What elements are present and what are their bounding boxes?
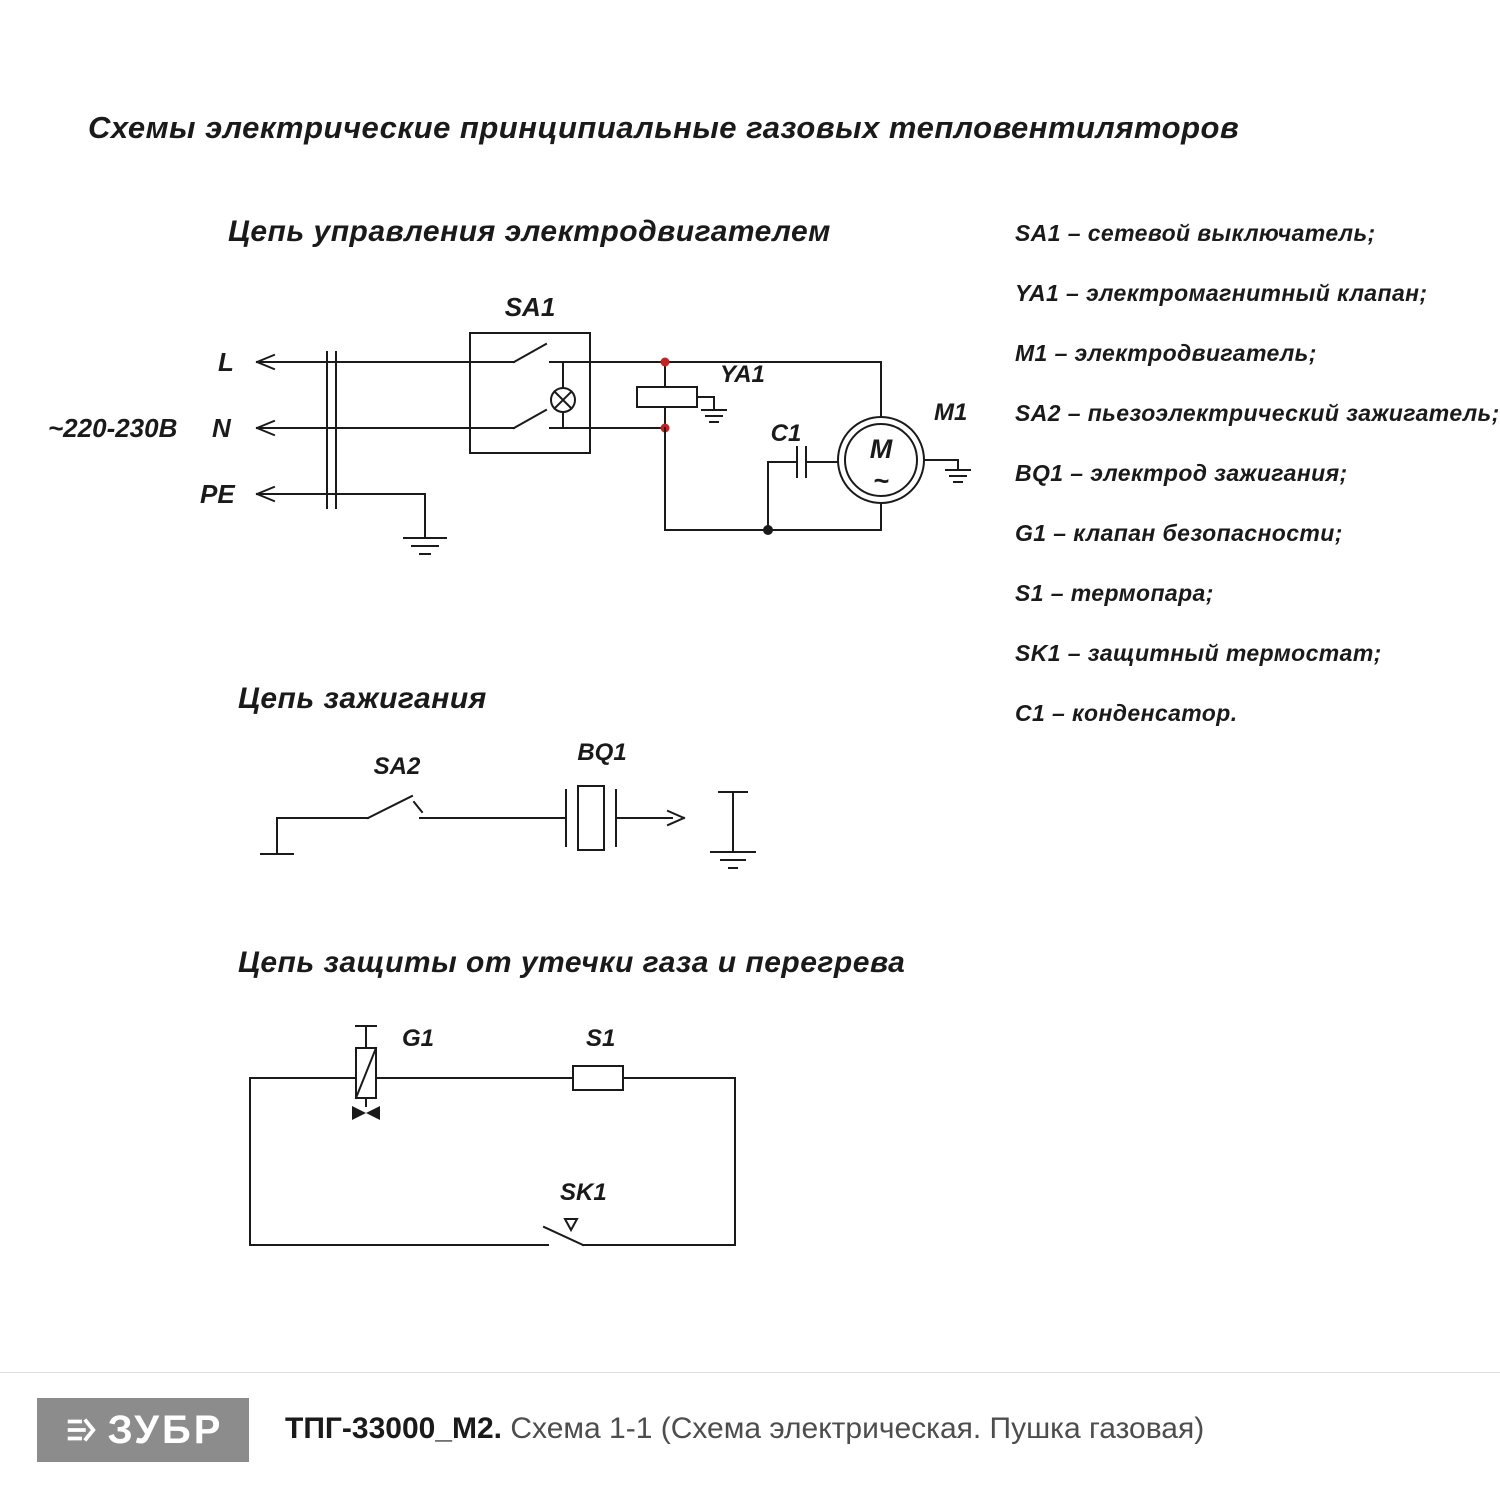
legend-item-ya1: YA1 – электромагнитный клапан;	[1015, 282, 1500, 305]
legend-item-g1: G1 – клапан безопасности;	[1015, 522, 1500, 545]
legend-desc: – электромагнитный клапан;	[1066, 280, 1428, 306]
legend-code: BQ1	[1015, 460, 1064, 486]
footer-caption: Схема 1-1 (Схема электрическая. Пушка га…	[510, 1412, 1205, 1445]
legend-code: SA2	[1015, 400, 1061, 426]
legend: SA1 – сетевой выключатель; YA1 – электро…	[1015, 222, 1500, 762]
legend-desc: – клапан безопасности;	[1053, 520, 1343, 546]
footer-model: ТПГ-33000_М2.	[285, 1412, 503, 1445]
ignition-circuit-heading: Цепь зажигания	[238, 682, 487, 715]
protection-loop-wire	[249, 1077, 736, 1246]
spark-arrow-icon	[666, 809, 686, 827]
arrow-left-pe-icon	[255, 485, 276, 503]
legend-code: SA1	[1015, 220, 1061, 246]
sa1-label: SA1	[505, 292, 556, 322]
motor-symbol	[837, 361, 971, 531]
ignition-ground-icon	[710, 851, 756, 869]
protection-circuit-heading: Цепь защиты от утечки газа и перегрева	[238, 946, 906, 979]
rail-pe-label: PE	[200, 479, 235, 509]
sk1-label: SK1	[560, 1179, 607, 1206]
zubr-logo-text: ЗУБР	[107, 1407, 224, 1452]
ya1-valve-symbol	[636, 361, 727, 429]
capacitor-symbol	[767, 446, 839, 531]
motor-ground-icon	[945, 469, 971, 483]
legend-desc: – электродвигатель;	[1054, 340, 1317, 366]
ya1-label: YA1	[720, 361, 765, 388]
g1-label: G1	[402, 1025, 434, 1052]
page-title: Схемы электрические принципиальные газов…	[88, 110, 1240, 145]
zubr-logo: ЗУБР	[37, 1398, 249, 1462]
rail-n-label: N	[212, 413, 232, 443]
ignition-circuit-diagram: SA2 BQ1	[260, 739, 756, 869]
motor-tilde: ~	[873, 466, 889, 496]
legend-desc: – защитный термостат;	[1067, 640, 1382, 666]
junction-dot-top	[660, 357, 670, 367]
indicator-lamp-icon	[550, 361, 576, 429]
sa2-label: SA2	[374, 753, 421, 780]
spark-electrode-ground	[710, 791, 756, 869]
zubr-logo-icon	[67, 1418, 96, 1442]
m1-label: M1	[934, 399, 967, 426]
footer-separator	[0, 1372, 1500, 1373]
connector-bars	[326, 351, 337, 509]
sa2-switch-symbol	[366, 794, 424, 820]
s1-label: S1	[586, 1025, 615, 1052]
legend-desc: – электрод зажигания;	[1070, 460, 1348, 486]
ya1-ground-icon	[701, 409, 727, 423]
sa1-switch-symbol	[469, 332, 591, 454]
legend-item-m1: M1 – электродвигатель;	[1015, 342, 1500, 365]
voltage-label: ~220-230В	[48, 413, 177, 443]
c1-label: C1	[771, 420, 802, 447]
legend-code: G1	[1015, 520, 1047, 546]
legend-code: YA1	[1015, 280, 1060, 306]
left-terminal	[260, 817, 294, 855]
motor-letter: M	[870, 434, 893, 464]
legend-item-s1: S1 – термопара;	[1015, 582, 1500, 605]
legend-code: C1	[1015, 700, 1046, 726]
control-circuit-heading: Цепь управления электродвигателем	[228, 215, 831, 248]
legend-desc: – пьезоэлектрический зажигатель;	[1067, 400, 1500, 426]
legend-desc: – термопара;	[1050, 580, 1214, 606]
arrow-left-n-icon	[255, 419, 276, 437]
legend-item-sa2: SA2 – пьезоэлектрический зажигатель;	[1015, 402, 1500, 425]
bq1-label: BQ1	[577, 739, 626, 766]
legend-item-sa1: SA1 – сетевой выключатель;	[1015, 222, 1500, 245]
footer-caption-line: ТПГ-33000_М2. Схема 1-1 (Схема электриче…	[285, 1412, 1204, 1446]
legend-item-c1: C1 – конденсатор.	[1015, 702, 1500, 725]
legend-code: S1	[1015, 580, 1044, 606]
legend-desc: – сетевой выключатель;	[1067, 220, 1376, 246]
sk1-thermostat-symbol	[542, 1218, 585, 1247]
arrow-left-l-icon	[255, 353, 276, 371]
pe-ground-icon	[403, 493, 447, 555]
control-circuit-diagram: ~220-230В L N PE SA1 YA1 C1 M1 M ~	[48, 292, 971, 555]
legend-item-sk1: SK1 – защитный термостат;	[1015, 642, 1500, 665]
s1-thermocouple-symbol	[572, 1065, 624, 1091]
legend-desc: – конденсатор.	[1052, 700, 1238, 726]
legend-code: M1	[1015, 340, 1048, 366]
g1-safety-valve-symbol	[352, 1025, 380, 1120]
legend-code: SK1	[1015, 640, 1061, 666]
protection-circuit-diagram: G1 S1 SK1	[249, 1025, 736, 1247]
rail-l-label: L	[218, 347, 234, 377]
bq1-electrode-symbol	[565, 785, 617, 851]
legend-item-bq1: BQ1 – электрод зажигания;	[1015, 462, 1500, 485]
